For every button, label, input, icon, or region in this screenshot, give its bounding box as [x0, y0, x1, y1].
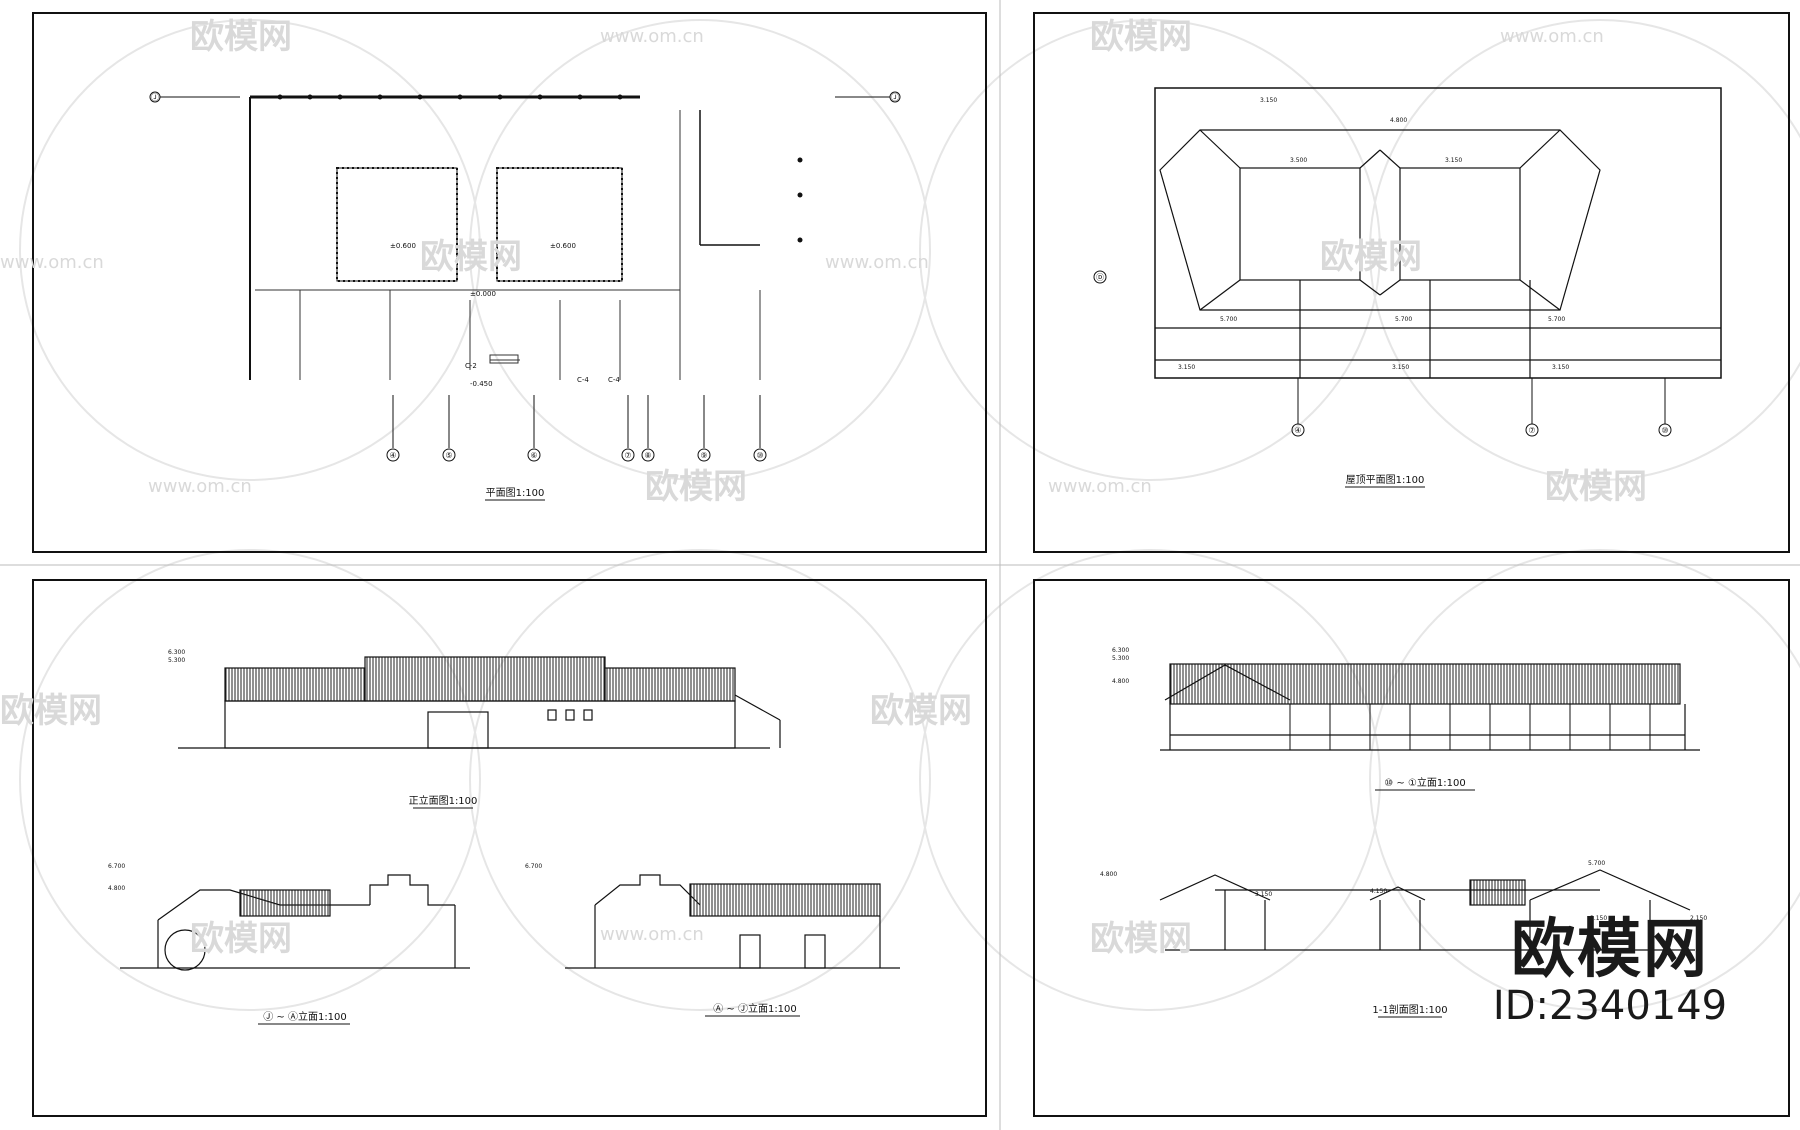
watermark-logo: 欧模网 — [1090, 919, 1192, 959]
front-elevation-title: 正立面图1:100 — [409, 794, 478, 807]
roof-dim-6: 5.700 — [1395, 316, 1412, 323]
roof-dim-4: 3.150 — [1445, 157, 1462, 164]
section-level-1: 4.800 — [1100, 871, 1117, 878]
floor-plan-panel: Ⓙ Ⓙ ④ ⑤ ⑥ ⑦ ⑧ ⑨ ⑩ ±0.600 ±0.600 ±0.000 -… — [32, 12, 987, 553]
floor-axis-right: Ⓙ — [891, 93, 899, 102]
floor-door-tag-3: C-4 — [608, 376, 620, 384]
watermark-url: www.om.cn — [148, 476, 252, 497]
roof-dim-2: 4.800 — [1390, 117, 1407, 124]
side2-level-1: 6.700 — [525, 863, 542, 870]
front-level-2: 5.300 — [168, 657, 185, 664]
roof-dim-10: 3.150 — [1552, 364, 1569, 371]
front-level-1: 6.300 — [168, 649, 185, 656]
watermark-logo: 欧模网 — [190, 919, 292, 959]
brand-logo: 欧模网 ID:2340149 — [1480, 918, 1740, 1030]
roof-axis-D: Ⓓ — [1096, 273, 1104, 282]
floor-axis-9: ⑨ — [700, 451, 707, 460]
section-level-6: 2.150 — [1690, 915, 1707, 922]
watermark-logo: 欧模网 — [1090, 17, 1192, 57]
side2-elevation-title: Ⓐ ~ Ⓙ立面1:100 — [713, 1002, 797, 1015]
floor-elevation-3: ±0.000 — [470, 290, 496, 298]
watermark-logo: 欧模网 — [0, 691, 102, 731]
watermark-url: www.om.cn — [600, 26, 704, 47]
watermark-logo: 欧模网 — [190, 17, 292, 57]
roof-axis-4: ④ — [1294, 426, 1301, 435]
watermark-logo: 欧模网 — [1320, 237, 1422, 277]
watermark-url: www.om.cn — [1500, 26, 1604, 47]
watermark-layer: 欧模网 欧模网 欧模网 欧模网 欧模网 欧模网 欧模网 欧模网 欧模网 欧模网 … — [0, 17, 1647, 959]
watermark-url: www.om.cn — [1048, 476, 1152, 497]
roof-dim-3: 3.500 — [1290, 157, 1307, 164]
watermark-url: www.om.cn — [600, 924, 704, 945]
roof-dim-8: 3.150 — [1178, 364, 1195, 371]
section-level-2: 5.700 — [1588, 860, 1605, 867]
floor-axis-10: ⑩ — [756, 451, 763, 460]
side1-level-2: 4.800 — [108, 885, 125, 892]
roof-plan-panel: Ⓓ ④ ⑦ ⑩ 3.150 4.800 3.500 3.150 5.700 5.… — [1033, 12, 1790, 553]
floor-axis-5: ⑤ — [445, 451, 452, 460]
roof-axis-7: ⑦ — [1528, 426, 1535, 435]
floor-elevation-1: ±0.600 — [390, 242, 416, 250]
rear-section-panel: 6.300 5.300 4.800 ⑩ ~ ①立面1:100 4.800 5.7… — [1033, 579, 1790, 1117]
watermark-logo: 欧模网 — [420, 237, 522, 277]
side1-level-1: 6.700 — [108, 863, 125, 870]
floor-axis-8: ⑧ — [644, 451, 651, 460]
floor-axis-left: Ⓙ — [151, 93, 159, 102]
rear-colonnade — [1289, 704, 1651, 750]
floor-door-tag-1: C-2 — [465, 362, 477, 370]
roof-axis-10: ⑩ — [1661, 426, 1668, 435]
floor-elevation-2: ±0.600 — [550, 242, 576, 250]
floor-elevation-4: -0.450 — [470, 380, 493, 388]
rear-level-3: 4.800 — [1112, 678, 1129, 685]
watermark-url: www.om.cn — [0, 252, 104, 273]
floor-axis-4: ④ — [389, 451, 396, 460]
section-level-5: 3.150 — [1590, 915, 1607, 922]
floor-door-tag-2: C-4 — [577, 376, 589, 384]
roof-dim-7: 5.700 — [1548, 316, 1565, 323]
watermark-logo: 欧模网 — [1545, 467, 1647, 507]
floor-axis-7: ⑦ — [624, 451, 631, 460]
watermark-logo: 欧模网 — [870, 691, 972, 731]
brand-id-text: ID:2340149 — [1492, 983, 1728, 1029]
watermark-url: www.om.cn — [825, 252, 929, 273]
rear-level-1: 6.300 — [1112, 647, 1129, 654]
roof-dim-5: 5.700 — [1220, 316, 1237, 323]
floor-axis-6: ⑥ — [530, 451, 537, 460]
roof-dim-1: 3.150 — [1260, 97, 1277, 104]
floor-plan-title: 平面图1:100 — [486, 487, 545, 499]
section-title: 1-1剖面图1:100 — [1372, 1003, 1447, 1016]
side1-elevation-title: Ⓙ ~ Ⓐ立面1:100 — [263, 1010, 347, 1023]
rear-elevation-title: ⑩ ~ ①立面1:100 — [1384, 776, 1465, 789]
elevations-panel: 6.300 5.300 正立面图1:100 6.700 4.800 Ⓙ ~ Ⓐ立… — [32, 579, 987, 1117]
rear-level-2: 5.300 — [1112, 655, 1129, 662]
watermark-logo: 欧模网 — [645, 467, 747, 507]
watermark-arcs — [19, 19, 1800, 1011]
roof-plan-title: 屋顶平面图1:100 — [1346, 474, 1425, 486]
roof-dim-9: 3.150 — [1392, 364, 1409, 371]
section-level-4: 4.150 — [1370, 888, 1387, 895]
brand-logo-text: 欧模网 — [1511, 913, 1709, 987]
section-level-3: 3.150 — [1255, 891, 1272, 898]
